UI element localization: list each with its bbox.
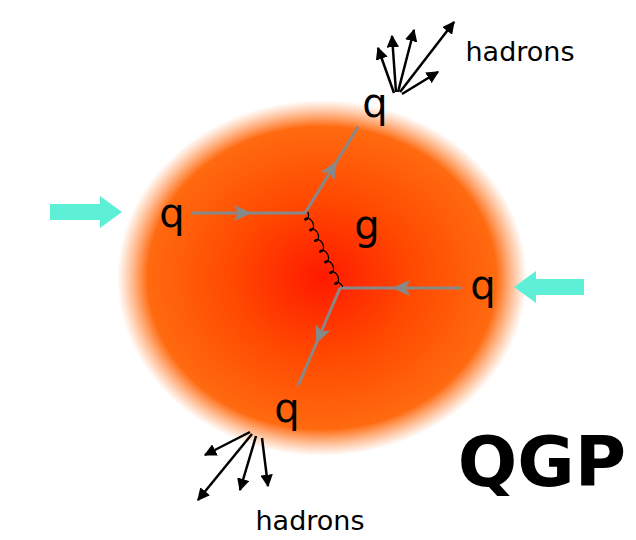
- quark-lines: [192, 127, 462, 386]
- gluon-label: g: [354, 205, 379, 245]
- arrowhead: [234, 205, 252, 221]
- plasma-blob: [117, 100, 527, 456]
- hadrons-label: hadrons: [465, 38, 574, 65]
- quark-label: q: [470, 265, 495, 305]
- hadron-arrow: [240, 436, 256, 490]
- quark-label: q: [362, 83, 387, 123]
- beam-arrow: [50, 196, 122, 228]
- beam-arrow: [514, 271, 584, 303]
- quark-line: [298, 288, 340, 386]
- arrowhead: [309, 324, 331, 347]
- arrowhead: [321, 157, 344, 181]
- gluon-line: [305, 212, 343, 287]
- hadron-jets: [198, 22, 454, 500]
- quark-arrowheads: [234, 157, 410, 347]
- quark-label: q: [274, 388, 299, 428]
- hadron-arrow: [392, 36, 396, 92]
- quark-line: [305, 127, 358, 213]
- hadron-arrow: [402, 72, 438, 94]
- quark-label: q: [159, 193, 184, 233]
- hadrons-label: hadrons: [255, 507, 364, 534]
- hadron-arrow: [400, 22, 454, 92]
- hadron-arrow: [262, 438, 268, 486]
- arrowhead: [392, 280, 410, 296]
- beam-arrows: [50, 196, 584, 303]
- hadron-arrow: [198, 434, 252, 500]
- qgp-label: QGP: [458, 427, 626, 497]
